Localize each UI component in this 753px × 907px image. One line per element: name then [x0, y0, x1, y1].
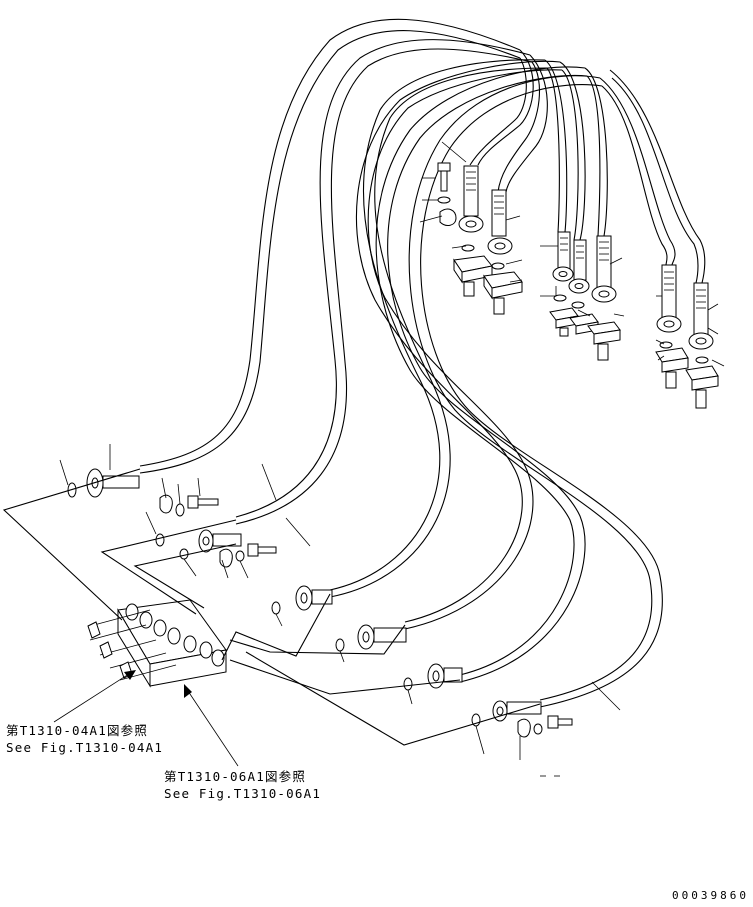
hose-flange-3: [295, 585, 333, 611]
hose-1: [139, 18, 521, 474]
reference-note-06a1: 第T1310-06A1図参照 See Fig.T1310-06A1: [164, 769, 321, 801]
mount-block-g: [685, 365, 719, 409]
upper-fittings: [437, 162, 719, 409]
bolt-icon: [187, 495, 219, 509]
clamp-half-icon: [517, 718, 531, 738]
o-ring-icon: [403, 677, 413, 691]
mount-block-e: [587, 321, 621, 361]
drawing-number: 00039860: [672, 889, 749, 902]
reference-en-label: See Fig.T1310-06A1: [164, 786, 321, 801]
mount-block-b: [483, 271, 523, 315]
hose-2: [235, 39, 533, 525]
reference-jp-label: 第T1310-06A1図参照: [164, 769, 306, 784]
routing-lines: [2, 468, 541, 746]
hose-fitting-g: [688, 282, 714, 350]
hose-flange-4: [357, 624, 407, 650]
o-ring-icon: [695, 356, 709, 364]
hose-5: [375, 66, 588, 683]
hose-4: [355, 60, 563, 630]
reference-en-label: See Fig.T1310-04A1: [6, 740, 163, 755]
o-ring-icon: [155, 533, 165, 547]
hose-fitting-e: [591, 235, 617, 303]
hose-fitting-b: [487, 189, 513, 255]
hose-fitting-a: [458, 165, 484, 233]
hose-fitting-d: [568, 239, 590, 294]
lower-fittings: [67, 468, 573, 738]
washer-icon: [533, 723, 543, 735]
o-ring-icon: [491, 262, 505, 270]
clamp-half-icon: [219, 548, 233, 568]
reference-note-04a1: 第T1310-04A1図参照 See Fig.T1310-04A1: [6, 723, 163, 755]
o-ring-icon: [553, 294, 567, 302]
hose-flange-2: [198, 529, 242, 553]
hose-3: [329, 59, 548, 598]
bolt-icon: [247, 543, 277, 557]
washer-icon: [437, 196, 451, 204]
o-ring-icon: [461, 244, 475, 252]
reference-arrows: [53, 670, 239, 767]
leader-lines: [59, 141, 725, 777]
washer-icon: [235, 550, 245, 562]
mount-block-a: [453, 255, 493, 297]
hose-tails: [469, 49, 706, 284]
hose-fitting-c: [552, 231, 574, 282]
hose-bundle: [139, 18, 706, 708]
valve-block: [87, 599, 227, 688]
reference-jp-label: 第T1310-04A1図参照: [6, 723, 148, 738]
bolt-icon: [437, 162, 451, 192]
washer-icon: [175, 503, 185, 517]
mount-block-f: [655, 347, 689, 389]
o-ring-icon: [571, 301, 585, 309]
bolt-icon: [547, 715, 573, 729]
valve-ports: [125, 603, 225, 667]
hose-fitting-f: [656, 264, 682, 333]
o-ring-icon: [271, 601, 281, 615]
o-ring-icon: [179, 548, 189, 560]
hose-flange-5: [427, 663, 463, 689]
hose-6: [408, 75, 663, 708]
o-ring-icon: [335, 638, 345, 652]
clamp-half-icon: [439, 208, 457, 226]
